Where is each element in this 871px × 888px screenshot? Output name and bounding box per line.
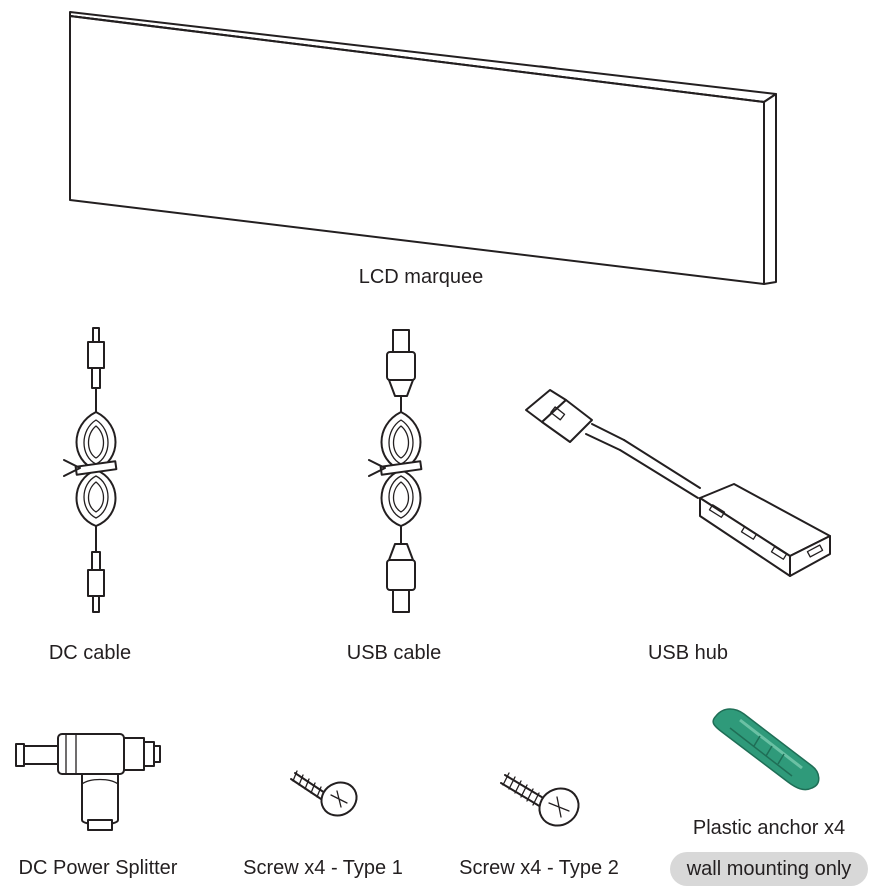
- dc-power-splitter-illustration: [15, 733, 161, 831]
- dc-power-splitter-label: DC Power Splitter: [18, 857, 178, 879]
- wall-mounting-note-badge: wall mounting only: [670, 852, 868, 886]
- screw-type1-label: Screw x4 - Type 1: [243, 857, 403, 879]
- lcd-marquee-illustration: [69, 11, 777, 285]
- screw-type1-illustration: [290, 770, 358, 817]
- lcd-marquee-label: LCD marquee: [358, 266, 484, 288]
- dc-cable-label: DC cable: [48, 642, 132, 664]
- plastic-anchor-illustration: [712, 708, 820, 791]
- usb-cable-illustration: [368, 329, 423, 613]
- usb-hub-label: USB hub: [647, 642, 729, 664]
- dc-cable-illustration: [63, 327, 118, 613]
- screw-type2-illustration: [500, 772, 580, 827]
- plastic-anchor-label: Plastic anchor x4: [692, 817, 846, 839]
- screw-type2-label: Screw x4 - Type 2: [459, 857, 619, 879]
- usb-cable-label: USB cable: [346, 642, 442, 664]
- usb-hub-illustration: [525, 389, 831, 577]
